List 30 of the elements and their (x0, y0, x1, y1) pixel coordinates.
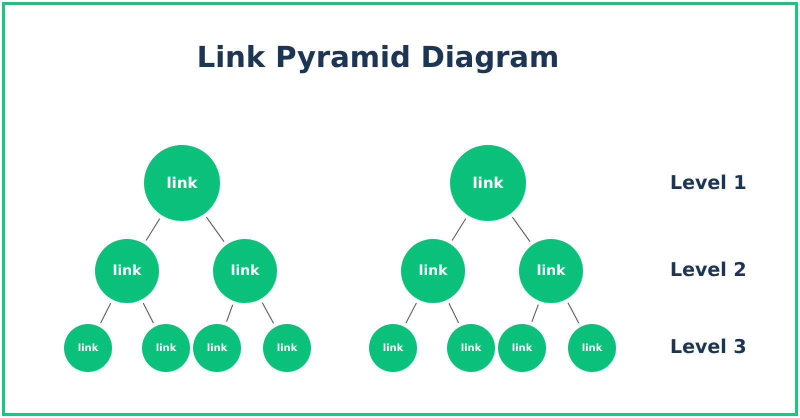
connector-line (206, 216, 225, 242)
link-circle: link (142, 324, 190, 372)
connector-line (226, 304, 234, 322)
link-circle: link (369, 324, 417, 372)
connector-line (100, 302, 112, 324)
connector-line (146, 218, 160, 241)
link-circle: link (568, 324, 616, 372)
title: Link Pyramid Diagram (196, 40, 560, 74)
link-circle: link (95, 239, 159, 303)
connector-line (512, 216, 531, 242)
connector-line (262, 302, 274, 324)
link-circle: link (213, 239, 277, 303)
level-label: Level 1 (670, 172, 747, 194)
link-circle: link (519, 239, 583, 303)
connector-line (448, 302, 460, 324)
link-circle: link (64, 324, 112, 372)
level-label: Level 2 (670, 259, 747, 281)
connector-line (452, 218, 466, 241)
connector-line (142, 302, 154, 324)
link-circle: link (498, 324, 546, 372)
connector-line (567, 302, 580, 324)
link-circle: link (401, 239, 465, 303)
connector-line (531, 304, 539, 322)
link-circle: link (447, 324, 495, 372)
link-circle: link (193, 324, 241, 372)
link-circle: link (450, 145, 526, 221)
level-label: Level 3 (670, 336, 747, 358)
link-circle: link (144, 145, 220, 221)
connector-line (405, 302, 417, 324)
link-circle: link (263, 324, 311, 372)
